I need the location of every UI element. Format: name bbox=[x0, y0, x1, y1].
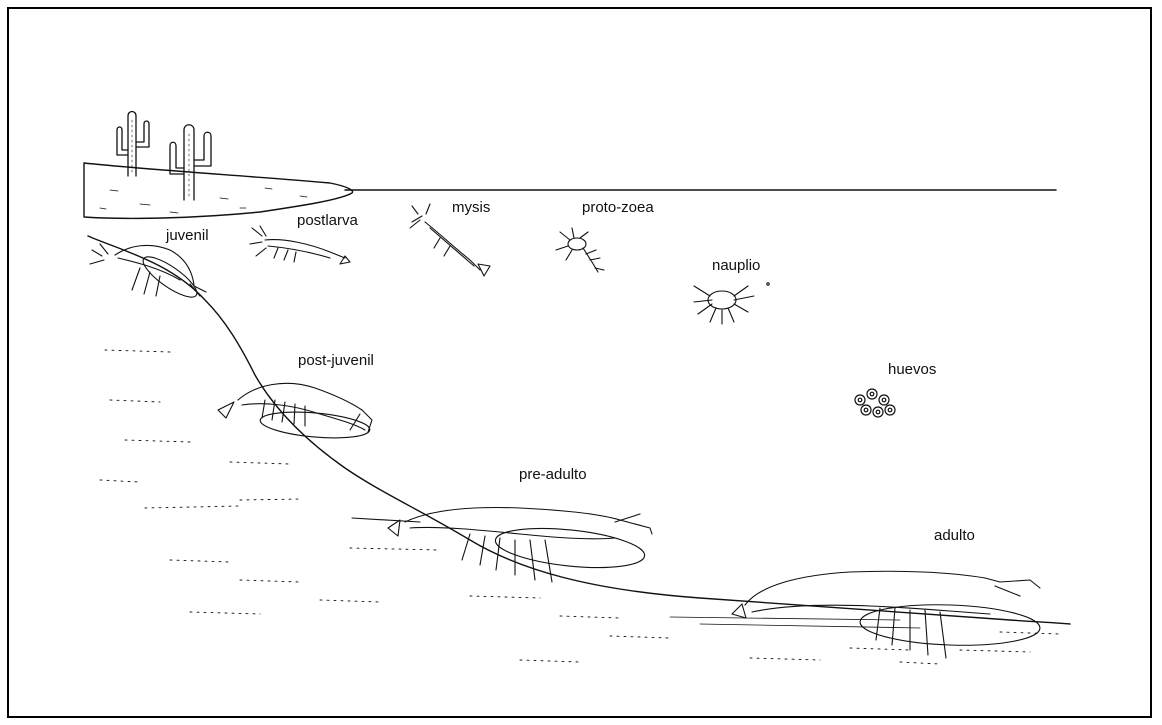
larva-nauplio-drawing bbox=[694, 283, 769, 324]
stage-label-postlarva: postlarva bbox=[297, 213, 358, 228]
shore-island bbox=[84, 163, 353, 218]
shrimp-adulto-drawing bbox=[670, 571, 1041, 658]
seabed-slope bbox=[88, 236, 1070, 624]
stage-label-nauplio: nauplio bbox=[712, 258, 760, 273]
stage-label-preadulto: pre-adulto bbox=[519, 467, 587, 482]
shrimp-juvenil-drawing bbox=[90, 244, 206, 304]
eggs-cluster-drawing bbox=[855, 389, 895, 417]
stage-label-protozoea: proto-zoea bbox=[582, 200, 654, 215]
larva-protozoea-drawing bbox=[556, 228, 604, 272]
shrimp-postjuvenil-drawing bbox=[218, 383, 372, 441]
stage-label-juvenil: juvenil bbox=[166, 228, 209, 243]
shrimp-postlarva-drawing bbox=[250, 226, 350, 264]
sediment-texture bbox=[100, 350, 1060, 664]
shrimp-preadulto-drawing bbox=[352, 508, 652, 582]
stage-label-mysis: mysis bbox=[452, 200, 490, 215]
stage-label-adulto: adulto bbox=[934, 528, 975, 543]
stage-label-huevos: huevos bbox=[888, 362, 936, 377]
stage-label-postjuvenil: post-juvenil bbox=[298, 353, 374, 368]
cactus-icon bbox=[170, 125, 211, 200]
